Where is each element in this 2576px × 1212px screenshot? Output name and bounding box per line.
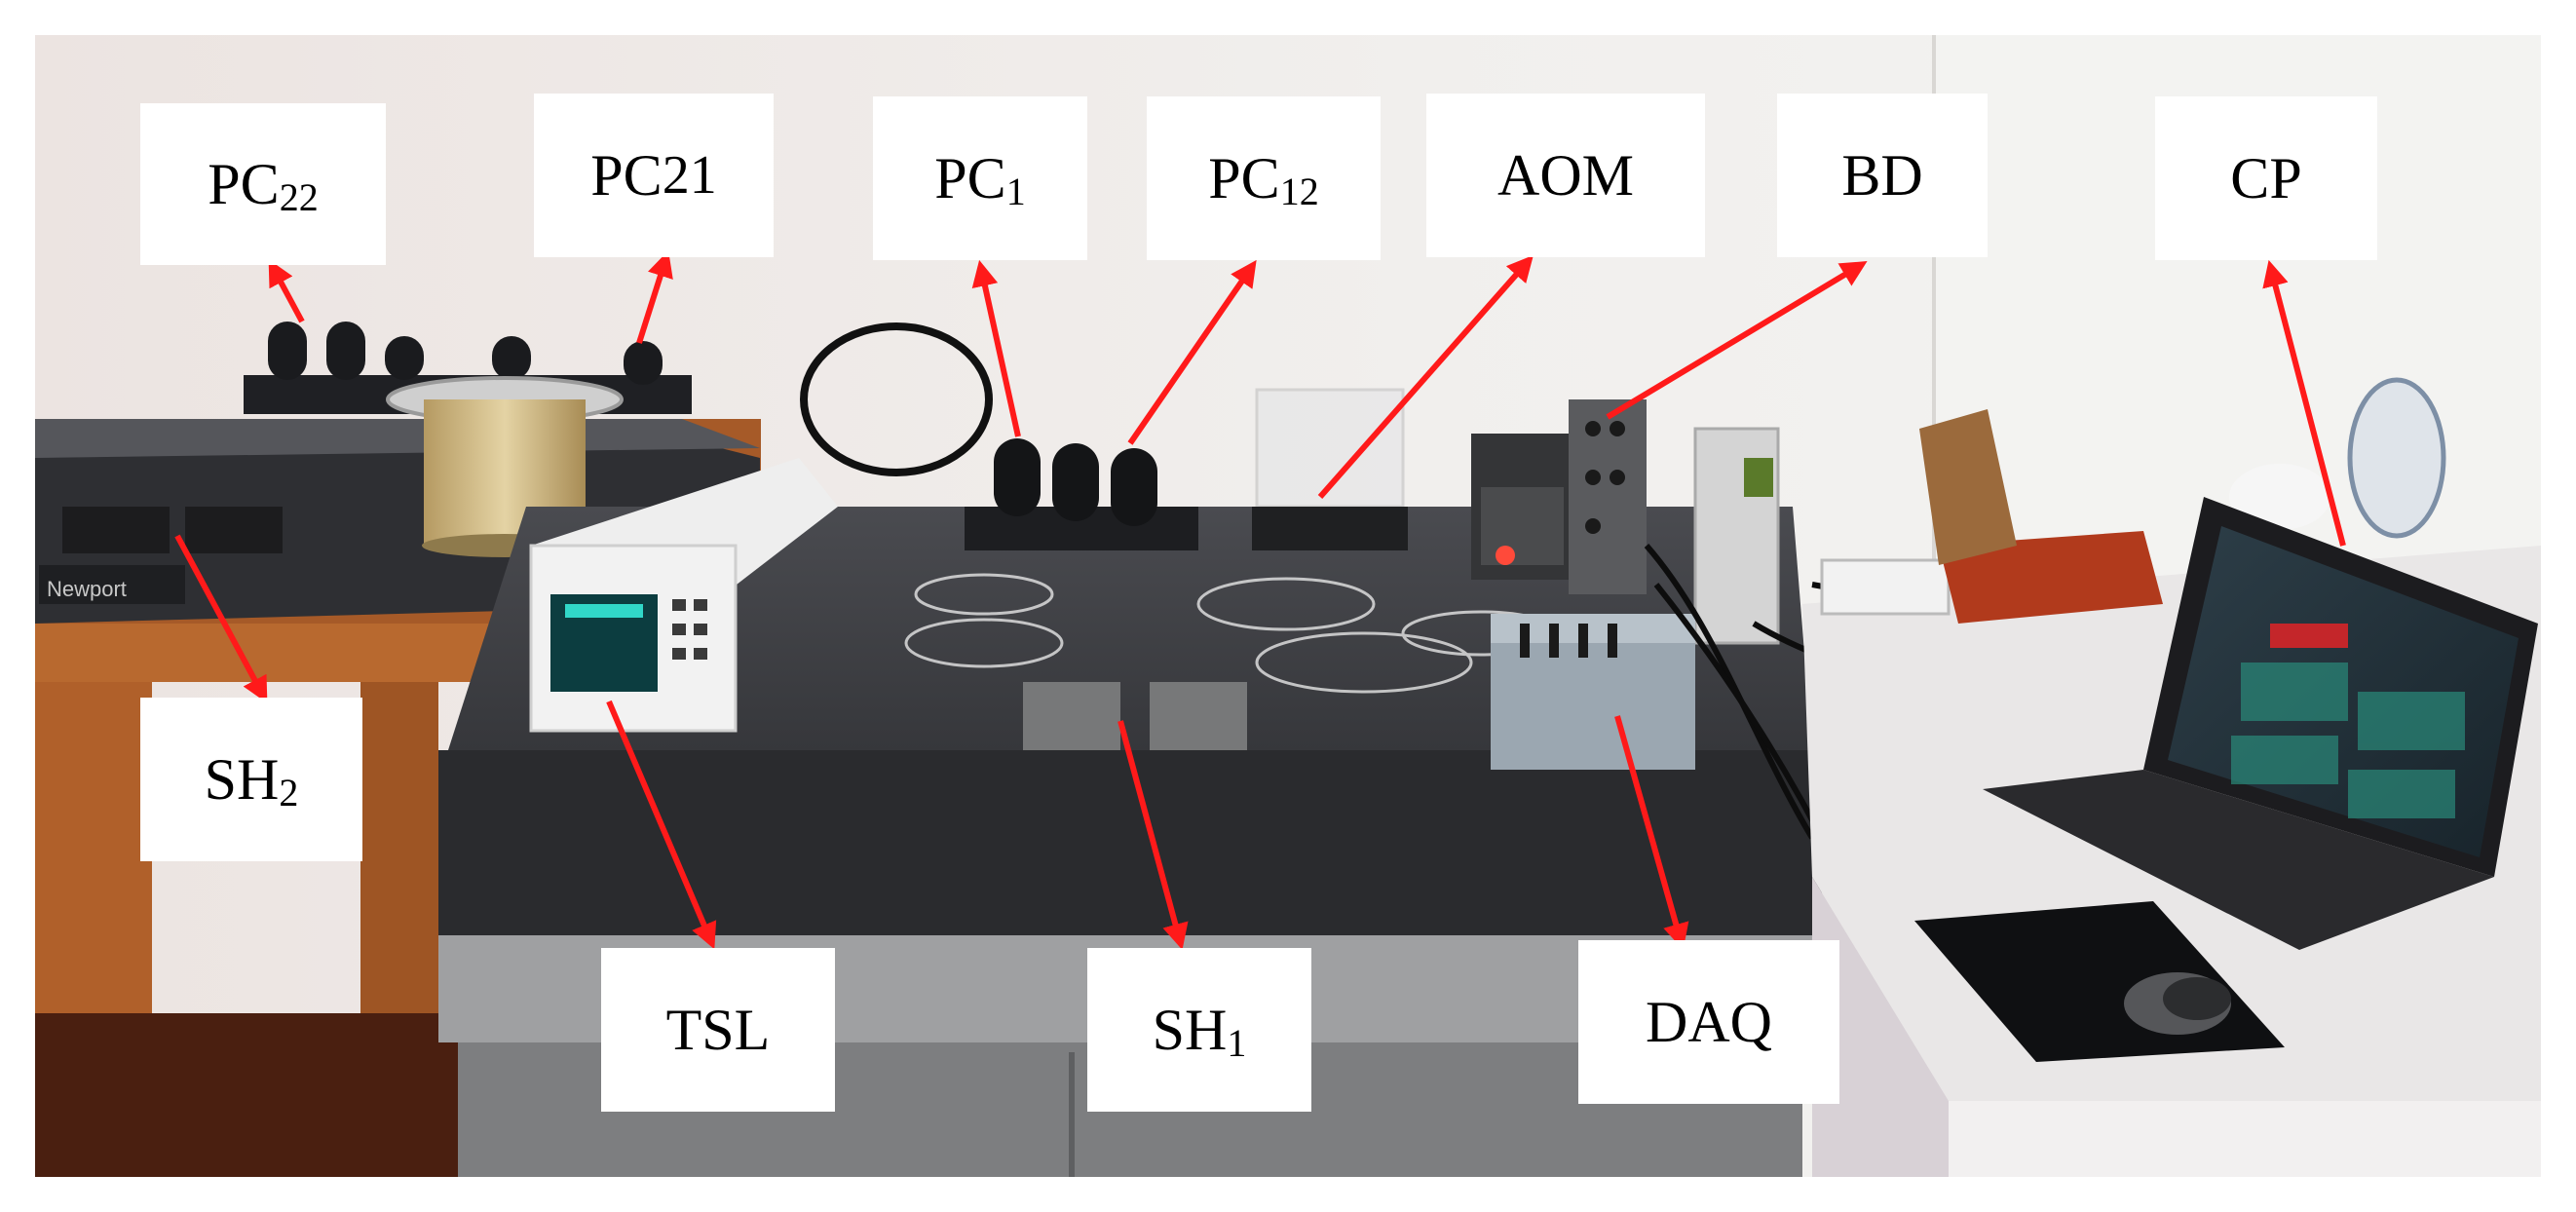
red-arrow-icon — [606, 700, 717, 950]
label-aom: AOM — [1426, 94, 1705, 257]
label-bd: BD — [1777, 94, 1988, 257]
label-pc22-main: PC — [208, 152, 280, 216]
label-bd-main: BD — [1841, 143, 1923, 208]
label-sh2-sub: 2 — [279, 771, 299, 814]
red-arrow-icon — [1317, 254, 1534, 499]
label-daq-main: DAQ — [1646, 990, 1772, 1054]
label-cp-main: CP — [2230, 146, 2302, 210]
red-arrow-icon — [636, 250, 673, 344]
red-arrow-icon — [174, 534, 268, 703]
label-cp: CP — [2155, 96, 2377, 260]
label-sh2-main: SH — [204, 747, 280, 812]
annotation-arrows — [174, 250, 2346, 951]
red-arrow-icon — [1614, 715, 1689, 950]
label-pc1-sub: 1 — [1005, 170, 1026, 213]
label-tsl: TSL — [601, 948, 835, 1112]
label-pc21-sub: 21 — [662, 145, 717, 206]
svg-text:Newport: Newport — [47, 577, 127, 601]
label-sh1-main: SH — [1152, 998, 1228, 1062]
label-pc21-main: PC — [590, 143, 663, 208]
label-pc1-main: PC — [934, 146, 1006, 210]
red-arrow-icon — [1606, 261, 1868, 420]
label-pc12-sub: 12 — [1279, 170, 1319, 213]
label-pc12-main: PC — [1208, 146, 1280, 210]
label-sh1-sub: 1 — [1227, 1021, 1247, 1065]
red-arrow-icon — [2262, 259, 2346, 547]
red-arrow-icon — [1118, 720, 1189, 951]
label-daq: DAQ — [1578, 940, 1839, 1104]
label-tsl-main: TSL — [665, 998, 771, 1062]
red-arrow-icon — [971, 259, 1021, 437]
red-arrow-icon — [1127, 259, 1257, 445]
label-pc22-sub: 22 — [279, 175, 319, 219]
red-arrow-icon — [268, 259, 305, 323]
label-aom-main: AOM — [1496, 143, 1634, 208]
